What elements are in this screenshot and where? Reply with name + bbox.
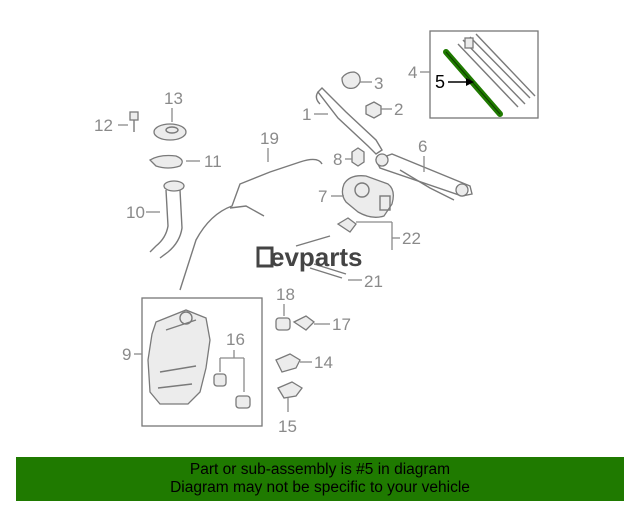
banner-line-1: Part or sub-assembly is #5 in diagram <box>189 461 451 478</box>
leader-5-arrow <box>466 78 474 86</box>
callout-16: 16 <box>226 330 245 349</box>
callout-2: 2 <box>394 100 403 119</box>
part-17-washer-pump-joint[interactable] <box>292 315 315 331</box>
info-banner: Part or sub-assembly is #5 in diagram Di… <box>16 457 624 501</box>
wiper-blade-refill-edge <box>445 51 501 115</box>
callout-11: 11 <box>204 152 222 171</box>
wiper-blade-inset-box <box>429 30 539 119</box>
part-14-washer-pump[interactable] <box>275 353 301 373</box>
callout-6: 6 <box>418 137 427 156</box>
part-9-washer-reservoir[interactable] <box>147 309 211 405</box>
part-22-washer-nozzle[interactable] <box>295 217 357 247</box>
part-13-grommet[interactable] <box>153 123 187 141</box>
part-8-pivot-nut[interactable] <box>351 147 365 167</box>
callout-13: 13 <box>164 89 183 108</box>
part-21-hose-joint[interactable] <box>309 263 347 279</box>
wiper-blade-assembly[interactable] <box>457 33 536 108</box>
callout-18: 18 <box>276 285 295 304</box>
callout-3: 3 <box>374 74 383 93</box>
part-10-filler-tube[interactable] <box>149 180 185 259</box>
callout-10: 10 <box>126 203 145 222</box>
part-19-washer-hose[interactable] <box>179 158 323 291</box>
part-15-connector[interactable] <box>277 381 303 399</box>
callout-1: 1 <box>302 105 311 124</box>
callout-19: 19 <box>260 129 279 148</box>
part-16-grommet-lower[interactable] <box>235 395 251 409</box>
part-12-bolt[interactable] <box>129 111 139 132</box>
callout-7: 7 <box>318 187 327 206</box>
part-7-wiper-motor[interactable] <box>341 175 394 218</box>
callout-22: 22 <box>402 229 421 248</box>
callout-21: 21 <box>364 272 383 291</box>
callout-8: 8 <box>333 150 342 169</box>
callout-17: 17 <box>332 315 351 334</box>
watermark-text: evparts <box>270 242 363 272</box>
part-3-cap[interactable] <box>341 71 361 90</box>
banner-line-2: Diagram may not be specific to your vehi… <box>170 479 470 496</box>
part-6-wiper-linkage[interactable] <box>375 153 473 201</box>
callout-12: 12 <box>94 116 113 135</box>
part-16-grommet-upper[interactable] <box>213 373 227 387</box>
callout-15: 15 <box>278 417 297 436</box>
part-1-wiper-arm[interactable] <box>315 87 383 155</box>
evparts-logo: evparts <box>256 242 363 272</box>
callout-9: 9 <box>122 345 131 364</box>
part-2-nut[interactable] <box>365 101 382 119</box>
part-11-bracket[interactable] <box>148 154 183 169</box>
callout-14: 14 <box>314 353 333 372</box>
callout-4: 4 <box>408 63 417 82</box>
part-18-grommet[interactable] <box>275 317 291 331</box>
callout-5[interactable]: 5 <box>435 72 445 92</box>
